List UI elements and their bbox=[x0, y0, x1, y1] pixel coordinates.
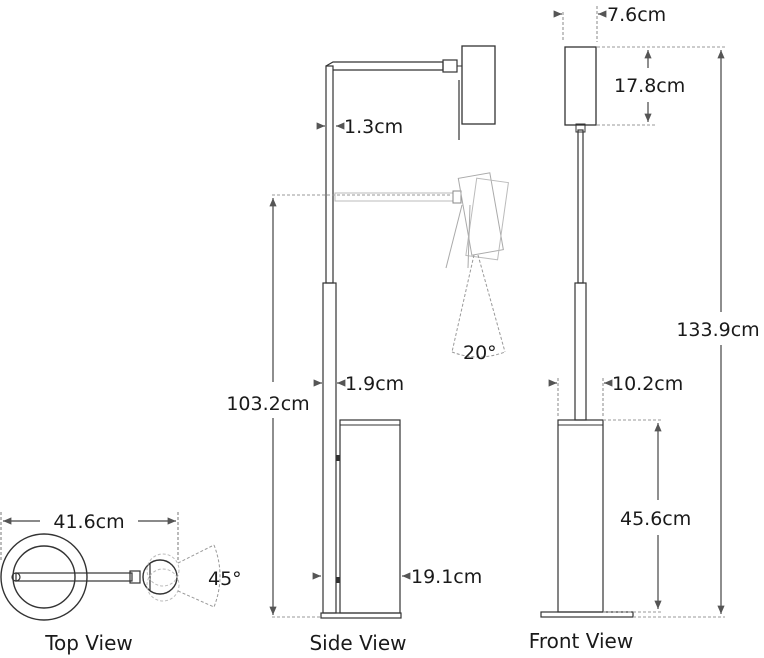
front-lower-stem bbox=[574, 282, 587, 421]
front-view-title: Front View bbox=[529, 629, 633, 653]
top-view: 41.6cm 45° Top View bbox=[0, 511, 242, 655]
top-reach-label: 41.6cm bbox=[53, 511, 124, 533]
tilt-angle-label: 20° bbox=[463, 342, 497, 364]
side-view: 1.3cm 1.9cm 19.1cm 103.2cm 20° Side View bbox=[226, 45, 509, 655]
front-head bbox=[564, 46, 597, 126]
arm-height-label: 103.2cm bbox=[226, 393, 309, 415]
side-base-plate bbox=[320, 612, 402, 619]
base-width-label: 10.2cm bbox=[612, 373, 683, 395]
lower-stem-label: 1.9cm bbox=[345, 373, 404, 395]
top-view-title: Top View bbox=[44, 631, 133, 655]
upper-stem-label: 1.3cm bbox=[344, 116, 403, 138]
overall-height-label: 133.9cm bbox=[676, 319, 759, 341]
top-base-outer bbox=[0, 533, 88, 621]
side-view-title: Side View bbox=[309, 631, 406, 655]
side-upper-stem bbox=[325, 65, 334, 284]
front-view: 7.6cm 17.8cm 133.9cm 10.2cm 45.6cm Front… bbox=[529, 4, 760, 653]
side-base-cylinder bbox=[339, 419, 401, 614]
base-height-label: 45.6cm bbox=[620, 508, 691, 530]
swivel-angle-label: 45° bbox=[208, 568, 242, 590]
front-base-cylinder bbox=[557, 419, 604, 613]
side-lower-stem bbox=[322, 282, 337, 614]
top-base-inner bbox=[12, 545, 76, 609]
front-upper-stem bbox=[577, 129, 584, 284]
side-head bbox=[461, 45, 496, 125]
top-arm bbox=[15, 572, 133, 582]
side-arm bbox=[325, 61, 444, 71]
head-depth-label: 7.6cm bbox=[607, 4, 666, 26]
base-depth-label: 19.1cm bbox=[411, 566, 482, 588]
front-base-plate bbox=[540, 611, 634, 618]
head-height-label: 17.8cm bbox=[614, 75, 685, 97]
